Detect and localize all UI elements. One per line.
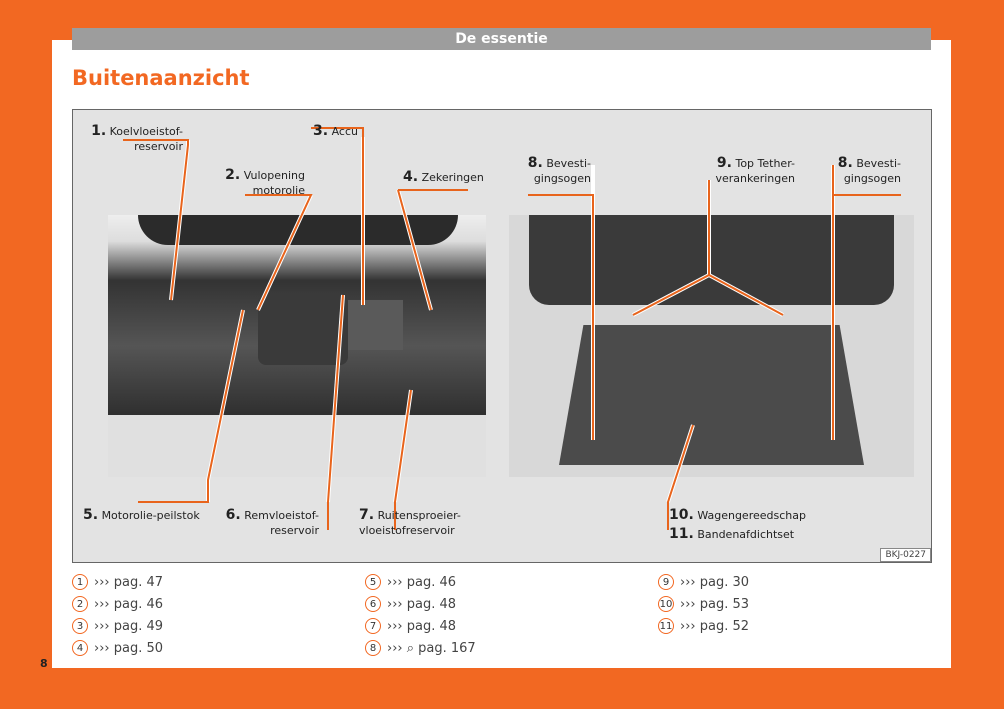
refs-col-3: 9››› pag. 30 10››› pag. 53 11››› pag. 52 — [658, 571, 749, 637]
figure-code: BKJ-0227 — [880, 548, 931, 562]
callout-lines — [123, 127, 901, 530]
ref-item[interactable]: 9››› pag. 30 — [658, 571, 749, 593]
section-header: De essentie — [72, 28, 931, 50]
label-8-left: 8. Bevesti-gingsogen — [527, 155, 591, 186]
figure: 1. Koelvloeistof-reservoir 2. Vulopening… — [72, 109, 932, 563]
ref-item[interactable]: 8››› ⌕ pag. 167 — [365, 637, 476, 659]
ref-item[interactable]: 4››› pag. 50 — [72, 637, 163, 659]
ref-item[interactable]: 7››› pag. 48 — [365, 615, 476, 637]
label-9: 9. Top Tether-verankeringen — [715, 155, 795, 186]
label-5: 5. Motorolie-peilstok — [83, 507, 200, 523]
label-1: 1. Koelvloeistof-reservoir — [91, 123, 183, 154]
page-number: 8 — [40, 657, 48, 670]
refs-col-2: 5››› pag. 46 6››› pag. 48 7››› pag. 48 8… — [365, 571, 476, 659]
ref-item[interactable]: 11››› pag. 52 — [658, 618, 750, 634]
label-6: 6. Remvloeistof-reservoir — [225, 507, 319, 538]
label-4: 4. Zekeringen — [403, 169, 484, 185]
ref-item[interactable]: 6››› pag. 48 — [365, 593, 476, 615]
ref-item[interactable]: 5››› pag. 46 — [365, 571, 476, 593]
label-11: 11. Bandenafdichtset — [669, 526, 795, 542]
ref-item[interactable]: 2››› pag. 46 — [72, 593, 163, 615]
ref-item[interactable]: 3››› pag. 49 — [72, 615, 163, 637]
label-8-right: 8. Bevesti-gingsogen — [837, 155, 901, 186]
engine-photo — [108, 215, 486, 477]
label-7: 7. Ruitensproeier-vloeistofreservoir — [359, 507, 461, 538]
page-title: Buitenaanzicht — [72, 66, 250, 90]
ref-item[interactable]: 10››› pag. 53 — [658, 596, 750, 612]
label-3: 3. Accu — [313, 123, 358, 139]
ref-item[interactable]: 1››› pag. 47 — [72, 571, 163, 593]
refs-col-1: 1››› pag. 47 2››› pag. 46 3››› pag. 49 4… — [72, 571, 163, 659]
label-10: 10. Wagengereedschap — [669, 507, 806, 523]
